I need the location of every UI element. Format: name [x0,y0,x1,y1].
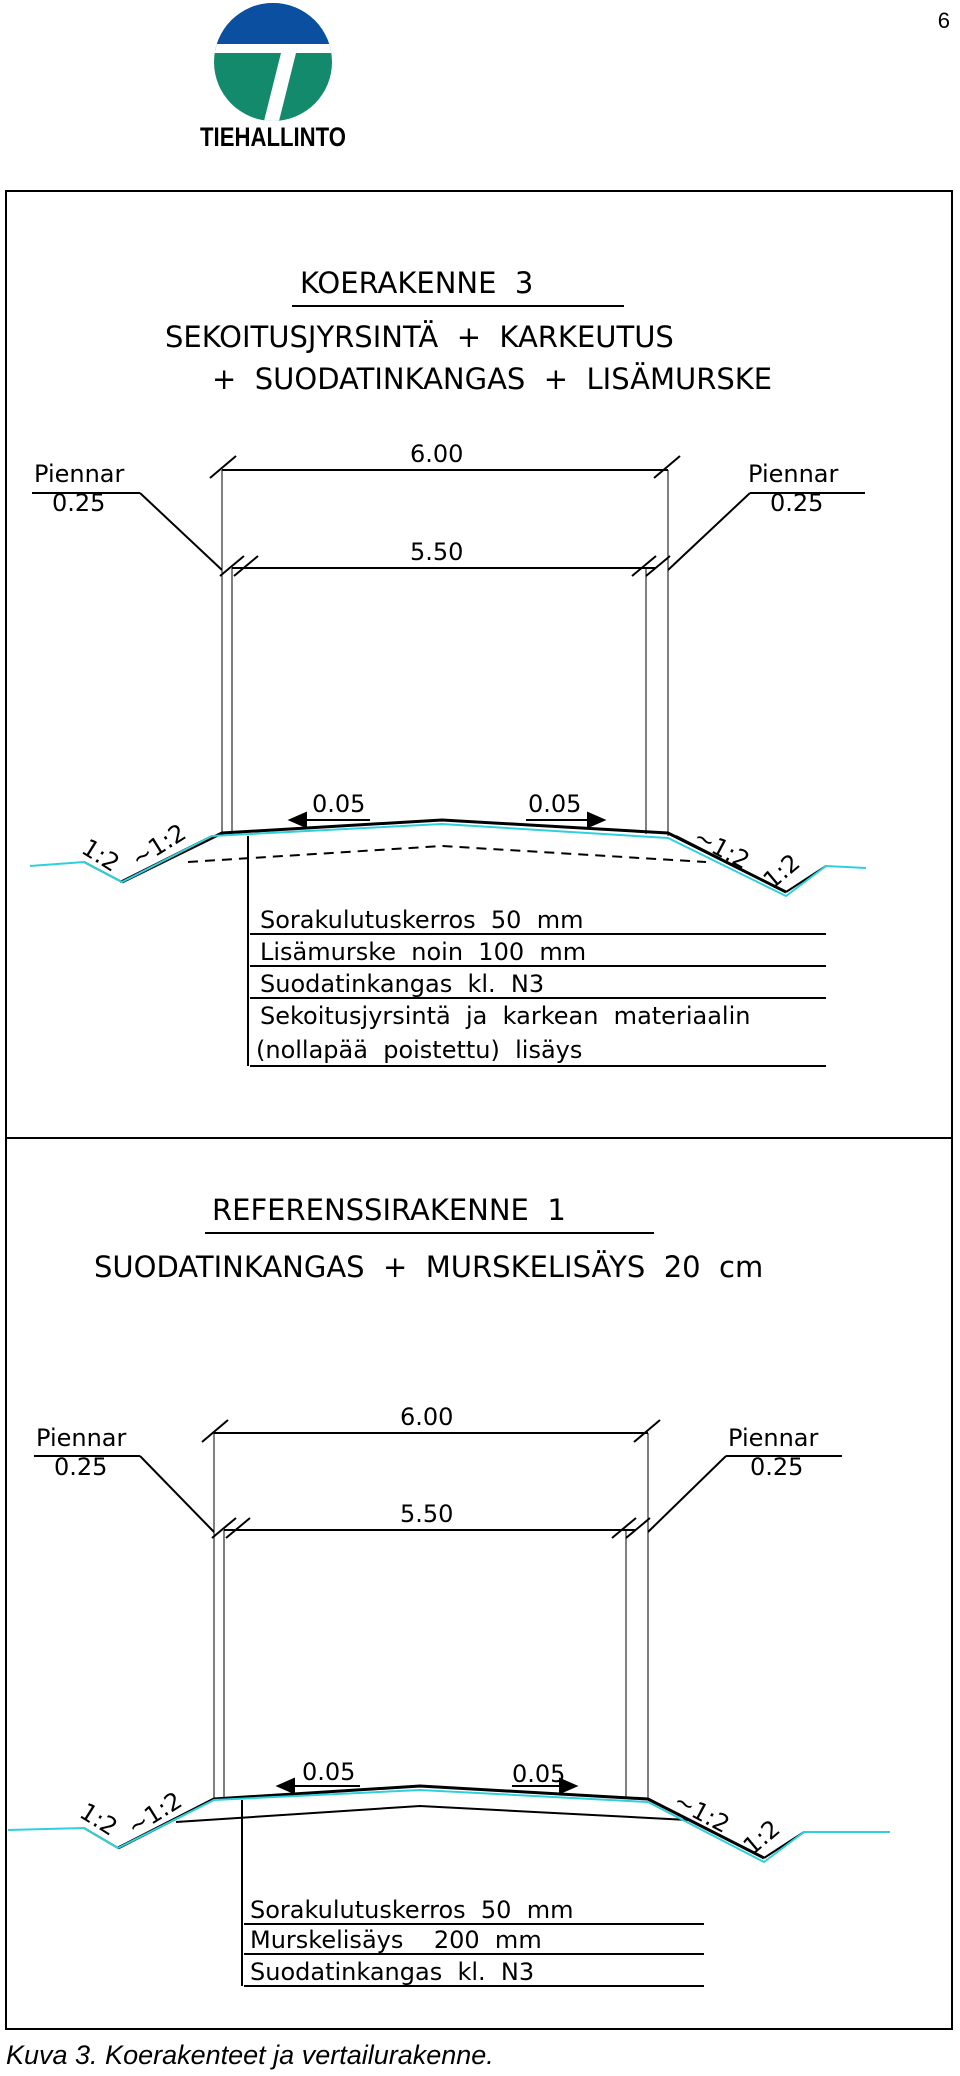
panel-2: REFERENSSIRAKENNE 1 SUODATINKANGAS + MUR… [94,1193,763,1284]
panel2-layer-1: Sorakulutuskerros 50 mm [250,1896,573,1924]
panel-1-labels: Piennar 0.25 Piennar 0.25 6.00 5.50 0.05… [34,440,839,1064]
panel1-subtitle-2: + SUODATINKANGAS + LISÄMURSKE [212,362,772,396]
page-number: 6 [937,8,950,33]
panel2-subtitle-1: SUODATINKANGAS + MURSKELISÄYS 20 cm [94,1250,763,1284]
panel1-crossfall-right: 0.05 [528,790,581,818]
figure-caption: Kuva 3. Koerakenteet ja vertailurakenne. [6,2040,494,2070]
panel2-piennar-left: Piennar [36,1424,127,1452]
panel2-crossfall-right: 0.05 [512,1760,565,1788]
panel2-crossfall-left: 0.05 [302,1758,355,1786]
logo-text: TIEHALLINTO [200,122,346,152]
panel2-width-outer: 6.00 [400,1403,453,1431]
panel2-layer-3: Suodatinkangas kl. N3 [250,1958,534,1986]
panel1-piennar-left-value: 0.25 [52,489,105,517]
panel1-width-inner: 5.50 [410,538,463,566]
panel2-width-inner: 5.50 [400,1500,453,1528]
panel-1: KOERAKENNE 3 SEKOITUSJYRSINTÄ + KARKEUTU… [165,266,772,396]
panel1-subtitle-1: SEKOITUSJYRSINTÄ + KARKEUTUS [165,320,674,354]
panel1-layer-3: Suodatinkangas kl. N3 [260,970,544,998]
drawing-frame [5,190,953,2030]
panel1-piennar-left: Piennar [34,460,125,488]
panel1-width-outer: 6.00 [410,440,463,468]
panel1-title: KOERAKENNE 3 [300,266,533,300]
panel-2-labels: Piennar 0.25 Piennar 0.25 6.00 5.50 0.05… [36,1403,819,1986]
tiehallinto-logo: TIEHALLINTO [183,0,363,160]
panel1-layer-2: Lisämurske noin 100 mm [260,938,586,966]
panel-1-section [32,455,865,1067]
panel2-layer-2: Murskelisäys 200 mm [250,1926,542,1954]
panel1-layer-1: Sorakulutuskerros 50 mm [260,906,583,934]
panel1-piennar-right-value: 0.25 [770,489,823,517]
panel2-ground-line [7,1788,890,1864]
logo-emblem-icon [214,3,332,121]
panel1-piennar-right: Piennar [748,460,839,488]
panel2-slope-right-inner: ~1:2 [669,1787,734,1839]
panel1-ground-line [29,822,867,898]
panel2-slope-left-outer: 1:2 [75,1797,123,1841]
panel2-slope-left-inner: ~1:2 [122,1786,187,1841]
panel1-slope-left-outer: 1:2 [77,833,125,877]
panel2-title: REFERENSSIRAKENNE 1 [212,1193,566,1227]
panel1-slope-right-inner: ~1:2 [689,823,754,875]
panel2-piennar-right-value: 0.25 [750,1453,803,1481]
panel1-crossfall-left: 0.05 [312,790,365,818]
panel2-slope-right-outer: 1:2 [738,1814,786,1860]
panel1-layer-4: Sekoitusjyrsintä ja karkean materiaalin [260,1002,750,1030]
panel2-piennar-right: Piennar [728,1424,819,1452]
panel1-layer-5: (nollapää poistettu) lisäys [256,1036,582,1064]
panel2-piennar-left-value: 0.25 [54,1453,107,1481]
